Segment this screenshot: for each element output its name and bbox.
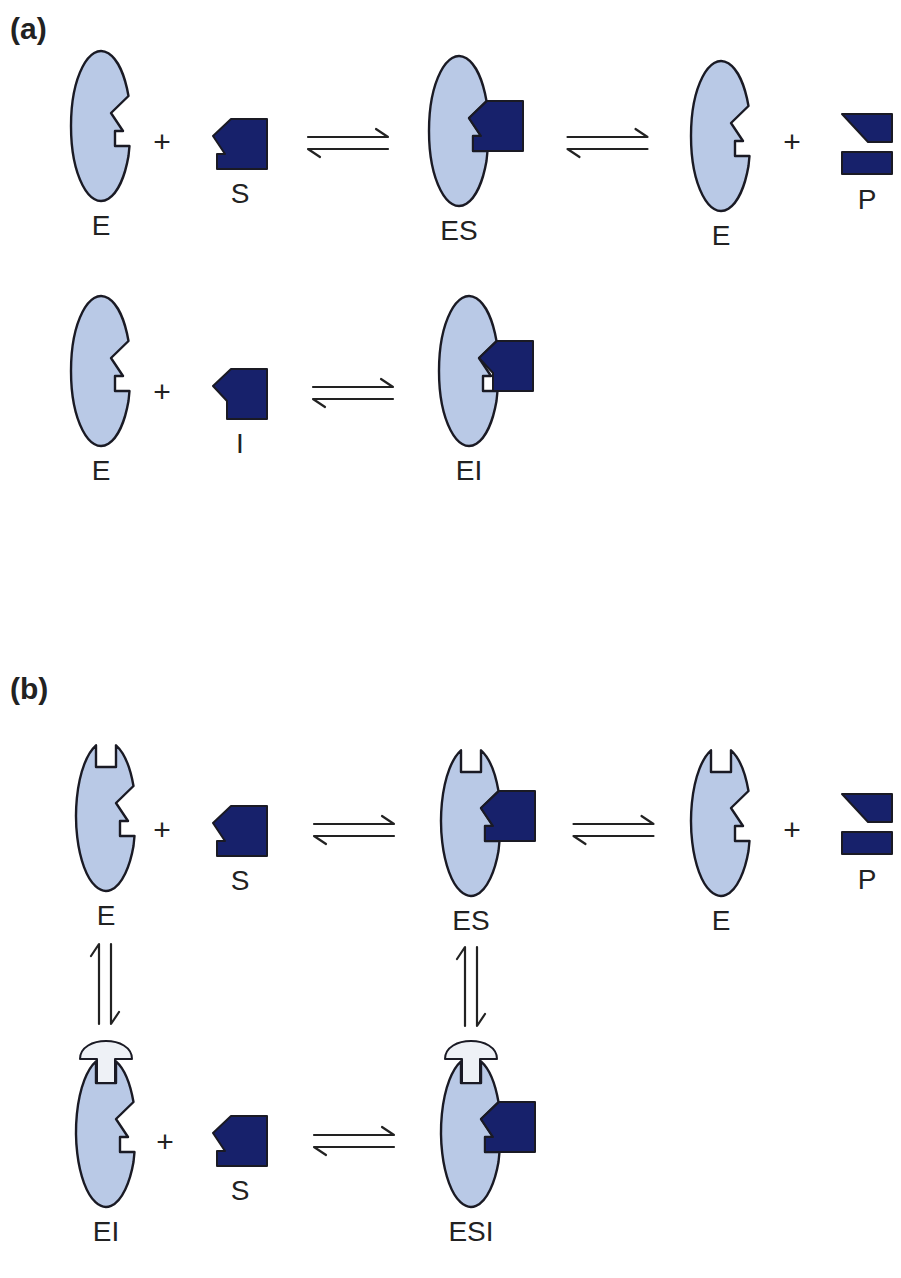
inhibitor-figure bbox=[212, 368, 268, 420]
enzyme-figure bbox=[690, 745, 752, 897]
species-label: P bbox=[858, 184, 877, 216]
enzyme-substrate-complex-figure bbox=[428, 55, 525, 207]
species-label: ESI bbox=[448, 1216, 493, 1248]
substrate-figure bbox=[212, 805, 268, 857]
equilibrium-arrow bbox=[314, 816, 394, 844]
species-label: S bbox=[231, 865, 250, 897]
species-label: E bbox=[92, 210, 111, 242]
product-figure bbox=[840, 110, 894, 176]
enzyme-figure bbox=[70, 295, 132, 447]
enzyme-substrate-complex-node: ES bbox=[440, 745, 537, 937]
enzyme-substrate-complex-figure bbox=[440, 745, 537, 897]
enzyme-node: E bbox=[75, 740, 137, 932]
arrow-line bbox=[457, 947, 465, 1026]
product-node: P bbox=[840, 110, 894, 216]
arrow-line bbox=[477, 947, 485, 1026]
species-label: P bbox=[858, 864, 877, 896]
plus-sign: + bbox=[153, 375, 171, 409]
arrow-line bbox=[314, 1127, 394, 1135]
species-label: E bbox=[97, 900, 116, 932]
arrow-line bbox=[313, 379, 393, 387]
plus-sign: + bbox=[153, 813, 171, 847]
enzyme-substrate-inhibitor-complex-node: ESI bbox=[440, 1036, 537, 1248]
enzyme-substrate-complex-node: ES bbox=[428, 55, 525, 247]
species-label: S bbox=[231, 178, 250, 210]
arrow-line bbox=[314, 1147, 394, 1155]
panel-label: (b) bbox=[10, 672, 48, 706]
enzyme-inhibitor-complex-figure bbox=[75, 1036, 137, 1208]
equilibrium-arrow bbox=[313, 379, 393, 407]
plus-sign: + bbox=[783, 125, 801, 159]
arrow-line bbox=[568, 129, 648, 137]
arrow-line bbox=[574, 816, 654, 824]
species-label: S bbox=[231, 1175, 250, 1207]
species-label: ES bbox=[440, 215, 477, 247]
species-label: E bbox=[92, 455, 111, 487]
enzyme-figure bbox=[690, 60, 752, 212]
enzyme-node: E bbox=[690, 60, 752, 252]
plus-sign: + bbox=[783, 813, 801, 847]
species-label: E bbox=[712, 905, 731, 937]
arrow-line bbox=[314, 816, 394, 824]
species-label: EI bbox=[456, 455, 482, 487]
enzyme-node: E bbox=[690, 745, 752, 937]
enzyme-node: E bbox=[70, 295, 132, 487]
arrow-line bbox=[308, 129, 388, 137]
plus-sign: + bbox=[156, 1125, 174, 1159]
arrow-line bbox=[313, 399, 393, 407]
enzyme-substrate-inhibitor-complex-figure bbox=[440, 1036, 537, 1208]
substrate-figure bbox=[212, 118, 268, 170]
substrate-node: S bbox=[212, 1115, 268, 1207]
panel-label: (a) bbox=[10, 12, 47, 46]
species-label: I bbox=[236, 428, 244, 460]
equilibrium-arrow bbox=[314, 1127, 394, 1155]
enzyme-node: E bbox=[70, 50, 132, 242]
plus-sign: + bbox=[153, 125, 171, 159]
species-label: EI bbox=[93, 1216, 119, 1248]
substrate-node: S bbox=[212, 118, 268, 210]
arrow-line bbox=[91, 944, 99, 1024]
species-label: ES bbox=[452, 905, 489, 937]
arrow-line bbox=[574, 836, 654, 844]
equilibrium-arrow bbox=[91, 944, 119, 1024]
inhibitor-node: I bbox=[212, 368, 268, 460]
product-node: P bbox=[840, 790, 894, 896]
enzyme-inhibitor-complex-figure bbox=[438, 295, 535, 447]
arrow-line bbox=[314, 836, 394, 844]
enzyme-inhibitor-complex-node: EI bbox=[75, 1036, 137, 1248]
equilibrium-arrow bbox=[568, 129, 648, 157]
substrate-node: S bbox=[212, 805, 268, 897]
species-label: E bbox=[712, 220, 731, 252]
arrow-line bbox=[111, 944, 119, 1024]
equilibrium-arrow bbox=[308, 129, 388, 157]
enzyme-figure bbox=[70, 50, 132, 202]
substrate-figure bbox=[212, 1115, 268, 1167]
enzyme-inhibitor-complex-node: EI bbox=[438, 295, 535, 487]
arrow-line bbox=[308, 149, 388, 157]
equilibrium-arrow bbox=[457, 947, 485, 1026]
enzyme-figure bbox=[75, 740, 137, 892]
equilibrium-arrow bbox=[574, 816, 654, 844]
arrow-line bbox=[568, 149, 648, 157]
product-figure bbox=[840, 790, 894, 856]
